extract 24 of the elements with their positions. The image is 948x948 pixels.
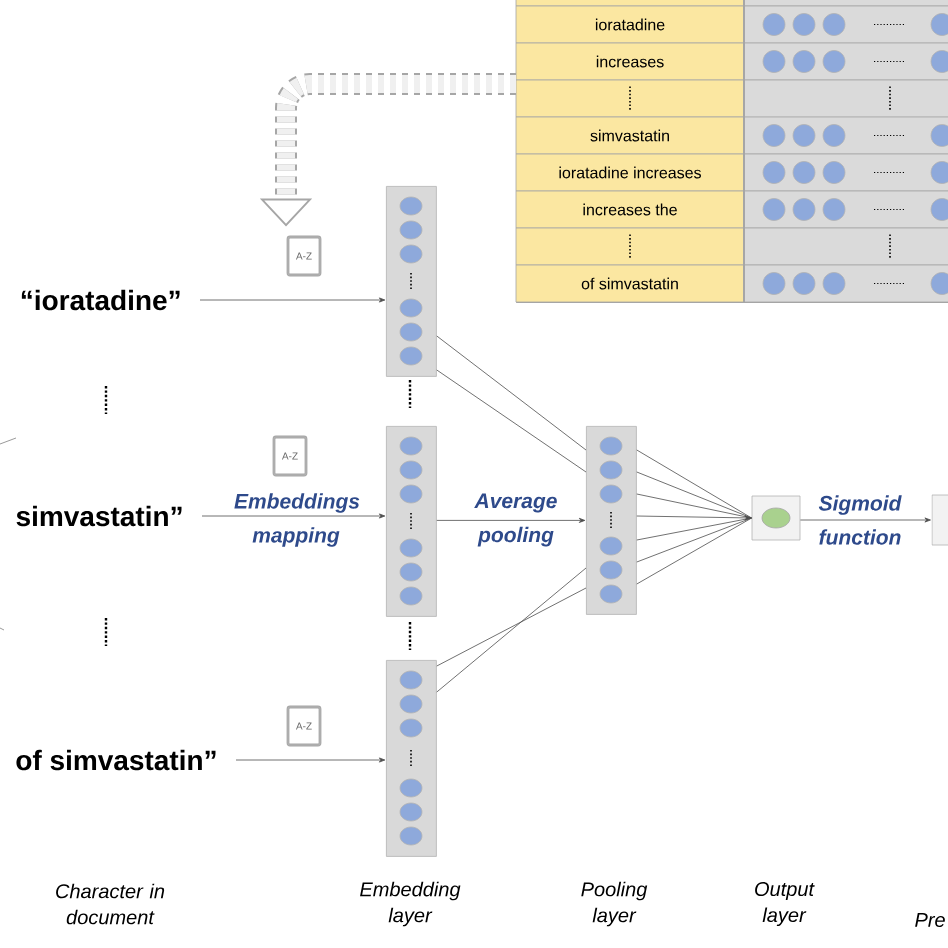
edge-label: Sigmoid function xyxy=(818,495,902,545)
layer-label: Pre xyxy=(915,913,945,927)
arrow xyxy=(436,517,586,523)
arrow xyxy=(199,297,386,303)
arrow xyxy=(235,757,386,763)
lookup-table: ioratadine increases simvastatin ioratadine increases increases the of simvastatin xyxy=(515,0,948,303)
input-phrase: of simvastatin” xyxy=(16,749,216,771)
arrow xyxy=(800,517,931,523)
edge-label: Embeddings mapping xyxy=(234,493,360,547)
arrow xyxy=(636,515,751,521)
output-unit xyxy=(751,495,801,541)
prediction-box xyxy=(931,494,948,546)
layer-label: Output layer xyxy=(755,881,815,927)
input-phrase: simvastatin” xyxy=(16,505,182,527)
layer-label: Pooling layer xyxy=(581,881,648,927)
vector-column xyxy=(386,426,437,617)
arrow xyxy=(201,513,386,519)
layer-label: Character in document xyxy=(56,883,165,925)
vector-column xyxy=(386,660,437,857)
layer-label: Embedding layer xyxy=(360,881,461,927)
vector-column xyxy=(386,186,437,377)
input-phrase: “ioratadine” xyxy=(21,289,180,311)
edge-label: Average pooling xyxy=(474,493,557,547)
vector-column xyxy=(586,426,637,615)
